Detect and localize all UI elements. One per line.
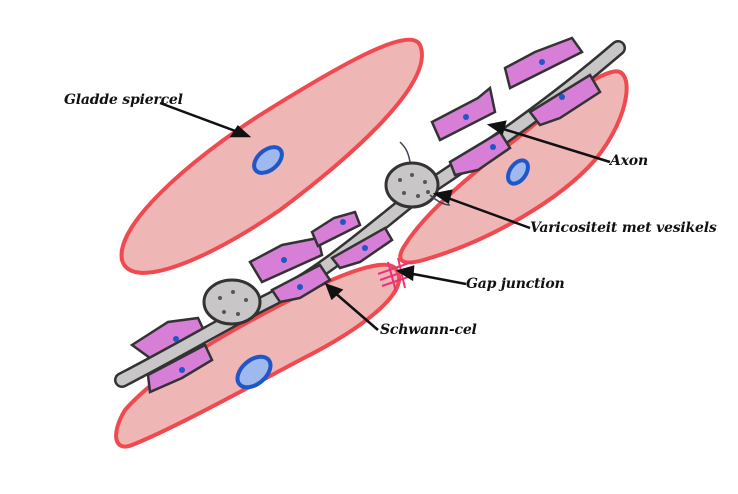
arrow-schwann-cel [333,291,379,331]
nucleus [506,158,530,186]
nucleus [235,354,273,390]
label-gladde-spiercel: Gladde spiercel [64,92,183,108]
schwann-nucleus [297,284,303,290]
arrow-varicositeit [444,195,531,230]
varicosity [202,278,262,326]
schwann-nucleus [173,336,179,342]
arrow-gladde-spiercel [159,101,239,134]
smooth-muscle-cell-top [119,37,424,275]
schwann-cell [528,73,602,127]
varicosity-lower [202,278,262,326]
label-gap-junction: Gap junction [466,276,565,292]
schwann-nucleus [179,367,185,373]
schwann-nucleus [490,144,496,150]
vesicles [398,173,430,198]
axon-core [116,42,624,386]
schwann-nucleus [463,114,469,120]
schwann-nucleus [281,257,287,263]
label-axon: Axon [610,153,648,169]
schwann-cell [430,85,497,142]
schwann-cell [448,130,512,177]
vesicles [218,290,248,316]
varicosity-upper [384,141,451,209]
arrow-gap-junction [407,271,467,286]
schwann-nucleus [340,219,346,225]
schwann-cell [270,263,332,304]
leader-arrows [159,101,611,331]
schwann-cell [310,210,362,248]
schwann-cell [129,316,207,360]
arrow-axon [499,126,611,164]
schwann-nucleus [362,245,368,251]
varicosity [384,161,440,209]
schwann-nucleus [559,94,565,100]
schwann-nucleus [539,59,545,65]
schwann-nuclei [173,59,565,373]
label-varicositeit: Varicositeit met vesikels [530,220,717,236]
nucleus [252,145,284,175]
label-schwann-cel: Schwann-cel [380,322,477,338]
